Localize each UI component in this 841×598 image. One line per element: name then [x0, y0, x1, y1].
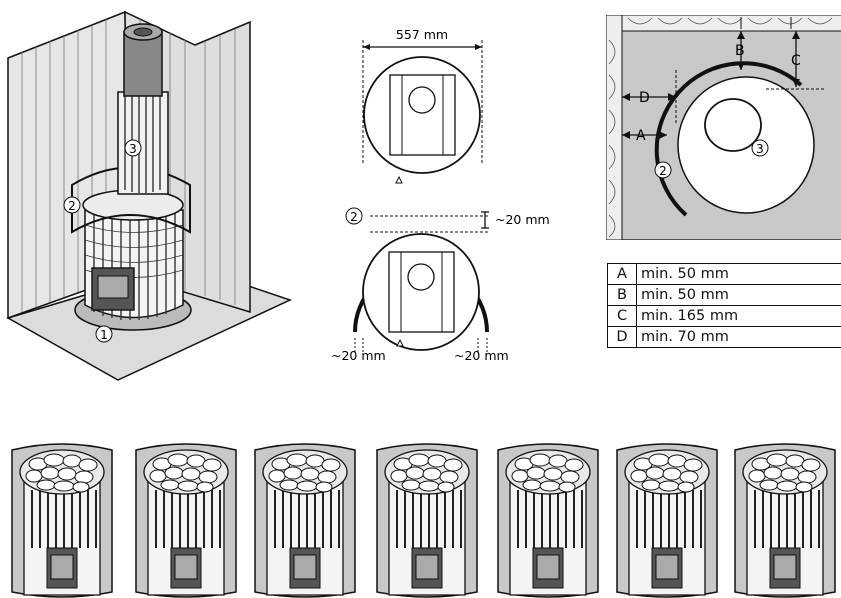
clearance-table: A min. 50 mm B min. 50 mm C min. 165 mm … [607, 263, 841, 348]
label-b: B [735, 43, 745, 59]
callout-2-rail: 2 [350, 210, 358, 224]
label-d: D [639, 90, 650, 106]
callout-1: 1 [95, 325, 113, 343]
clearance-key: C [607, 305, 637, 327]
clearance-value: min. 70 mm [636, 326, 841, 348]
label-c: C [791, 53, 801, 69]
top-view-rail-diagram: ~20 mm ~20 mm ~20 mm 2 [331, 207, 550, 363]
callout-3-corner: 3 [756, 142, 764, 156]
heater-variant-7 [734, 443, 836, 598]
callout-2-corner: 2 [659, 164, 667, 178]
heater-installation-illustration: 1 2 3 [6, 10, 293, 381]
side-right-label: ~20 mm [454, 348, 509, 363]
table-row: D min. 70 mm [607, 326, 841, 348]
gap-label: ~20 mm [495, 212, 550, 227]
heater-variant-6 [616, 443, 718, 598]
callout-2: 2 [63, 196, 81, 214]
heater-variant-4 [376, 443, 478, 598]
heater-variant-1 [11, 443, 113, 598]
table-row: B min. 50 mm [607, 284, 841, 306]
heater-variant-5 [497, 443, 599, 598]
corner-clearance-diagram: 3 2 B C D A [606, 15, 841, 240]
clearance-key: A [607, 263, 637, 285]
clearance-key: B [607, 284, 637, 306]
clearance-value: min. 165 mm [636, 305, 841, 327]
svg-text:3: 3 [129, 142, 137, 156]
side-left-label: ~20 mm [331, 348, 386, 363]
label-a: A [636, 128, 646, 144]
svg-text:2: 2 [68, 199, 76, 213]
callout-3: 3 [124, 139, 142, 157]
table-row: C min. 165 mm [607, 305, 841, 327]
heater-variant-2 [135, 443, 237, 598]
top-view-width-diagram: 557 mm [362, 27, 483, 184]
heater-variants-row [11, 443, 836, 598]
clearance-key: D [607, 326, 637, 348]
clearance-value: min. 50 mm [636, 284, 841, 306]
heater-variant-3 [254, 443, 356, 598]
clearance-value: min. 50 mm [636, 263, 841, 285]
svg-text:1: 1 [100, 328, 108, 342]
table-row: A min. 50 mm [607, 263, 841, 285]
width-label: 557 mm [396, 27, 448, 42]
